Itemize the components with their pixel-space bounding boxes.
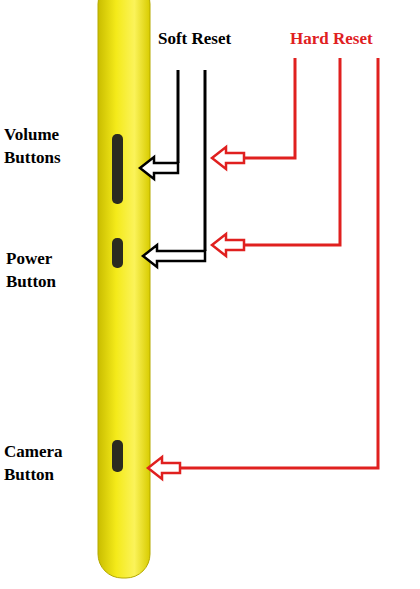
button-label: Camera Button bbox=[4, 441, 96, 487]
reset-heading: Hard Reset bbox=[290, 28, 415, 51]
leader-line bbox=[180, 58, 378, 468]
leader-line bbox=[204, 70, 207, 251]
hollow-arrow bbox=[148, 457, 180, 479]
leader-line bbox=[244, 58, 295, 158]
hollow-arrow bbox=[212, 147, 244, 169]
leader-line bbox=[177, 70, 180, 163]
hollow-arrow bbox=[140, 157, 178, 179]
button-label: Power Button bbox=[6, 248, 96, 294]
camera-button bbox=[112, 440, 123, 472]
volume-button bbox=[112, 134, 123, 204]
leader-line bbox=[244, 58, 340, 245]
power-button bbox=[112, 238, 123, 268]
button-label: Volume Buttons bbox=[4, 124, 96, 170]
reset-heading: Soft Reset bbox=[158, 28, 298, 51]
phone-body bbox=[98, 0, 150, 578]
hollow-arrow bbox=[143, 245, 205, 267]
arrow-group bbox=[140, 58, 378, 479]
hollow-arrow bbox=[212, 234, 244, 256]
